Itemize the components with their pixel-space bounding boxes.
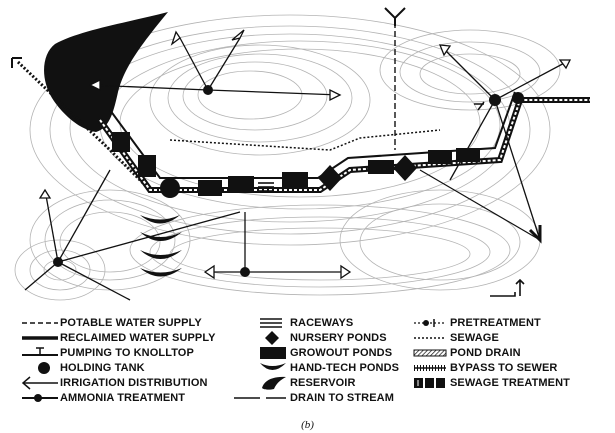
legend-item-ponddrain: POND DRAIN xyxy=(410,346,521,360)
legend-label: POND DRAIN xyxy=(450,347,521,359)
legend-item-drain: DRAIN TO STREAM xyxy=(232,391,394,405)
legend-label: POTABLE WATER SUPPLY xyxy=(60,317,202,329)
figure-caption: (b) xyxy=(301,419,314,431)
legend-label: PRETREATMENT xyxy=(450,317,541,329)
drain-outlet-mark xyxy=(528,225,542,244)
irrigation-arrowheads xyxy=(38,29,572,280)
dot-line-icon xyxy=(22,394,58,402)
legend-label: RESERVOIR xyxy=(290,377,356,389)
pretreatment-icon xyxy=(414,319,446,327)
pump-icon xyxy=(22,347,58,356)
arrow-line-icon xyxy=(21,376,58,390)
legend-item-pretreatment: PRETREATMENT xyxy=(410,316,541,330)
site-boundary-line xyxy=(16,60,152,192)
legend-label: HAND-TECH PONDS xyxy=(290,362,400,374)
legend-label: RECLAIMED WATER SUPPLY xyxy=(60,332,216,344)
treatment-nodes xyxy=(53,85,524,277)
legend-label: HOLDING TANK xyxy=(60,362,145,374)
legend-item-potable: POTABLE WATER SUPPLY xyxy=(20,316,202,330)
legend-item-pumping: PUMPING TO KNOLLTOP xyxy=(20,346,194,360)
irrigation-lines xyxy=(24,37,571,301)
crescent-icon xyxy=(260,363,286,370)
legend-item-sewage: SEWAGE xyxy=(410,331,499,345)
dash-line-icon xyxy=(22,322,58,324)
sewage-line xyxy=(169,129,441,151)
legend-label: NURSERY PONDS xyxy=(290,332,387,344)
legend-item-sewagetreat: SEWAGE TREATMENT xyxy=(410,376,570,390)
scale-bar-mark xyxy=(490,278,525,297)
legend-label: RACEWAYS xyxy=(290,317,354,329)
blob-icon xyxy=(262,376,286,390)
legend-label: PUMPING TO KNOLLTOP xyxy=(60,347,194,359)
ticked-line-icon xyxy=(414,365,446,371)
hatched-double-line-icon xyxy=(413,349,447,357)
legend-item-handtech: HAND-TECH PONDS xyxy=(250,361,399,375)
filled-circle-icon xyxy=(38,362,50,374)
legend-item-growout: GROWOUT PONDS xyxy=(250,346,392,360)
legend-item-raceways: RACEWAYS xyxy=(250,316,353,330)
legend-item-bypass: BYPASS TO SEWER xyxy=(410,361,557,375)
legend-label: DRAIN TO STREAM xyxy=(290,392,394,404)
legend-label: BYPASS TO SEWER xyxy=(450,362,558,374)
legend: POTABLE WATER SUPPLY RECLAIMED WATER SUP… xyxy=(0,312,615,422)
legend-item-nursery: NURSERY PONDS xyxy=(250,331,387,345)
boundary-corner-mark xyxy=(11,57,22,68)
legend-label: AMMONIA TREATMENT xyxy=(60,392,186,404)
long-dash-line-icon xyxy=(234,397,286,399)
reservoir-shape xyxy=(44,12,169,132)
potable-source-mark xyxy=(384,7,406,26)
raceway-bars-icon xyxy=(260,318,282,328)
site-plan-drawing xyxy=(11,7,590,301)
dotted-line-icon xyxy=(414,337,446,339)
legend-item-reclaimed: RECLAIMED WATER SUPPLY xyxy=(20,331,216,345)
legend-label: SEWAGE xyxy=(450,332,499,344)
hand-tech-ponds xyxy=(140,215,182,277)
legend-label: IRRIGATION DISTRIBUTION xyxy=(60,377,208,389)
legend-item-irrigation: IRRIGATION DISTRIBUTION xyxy=(20,376,208,390)
drain-to-stream-line xyxy=(419,169,541,241)
pumping-mark xyxy=(474,101,485,111)
holding-tank-ponds xyxy=(160,178,180,198)
diamond-icon xyxy=(265,331,279,345)
legend-item-holding: HOLDING TANK xyxy=(20,361,145,375)
legend-item-reservoir: RESERVOIR xyxy=(250,376,356,390)
legend-label: SEWAGE TREATMENT xyxy=(450,377,570,389)
raceways-cluster xyxy=(258,182,274,192)
blocks-icon xyxy=(414,378,445,388)
legend-label: GROWOUT PONDS xyxy=(290,347,393,359)
rectangle-icon xyxy=(260,347,286,359)
legend-item-ammonia: AMMONIA TREATMENT xyxy=(20,391,185,405)
nursery-ponds xyxy=(318,155,417,191)
thick-line-icon xyxy=(22,336,58,340)
